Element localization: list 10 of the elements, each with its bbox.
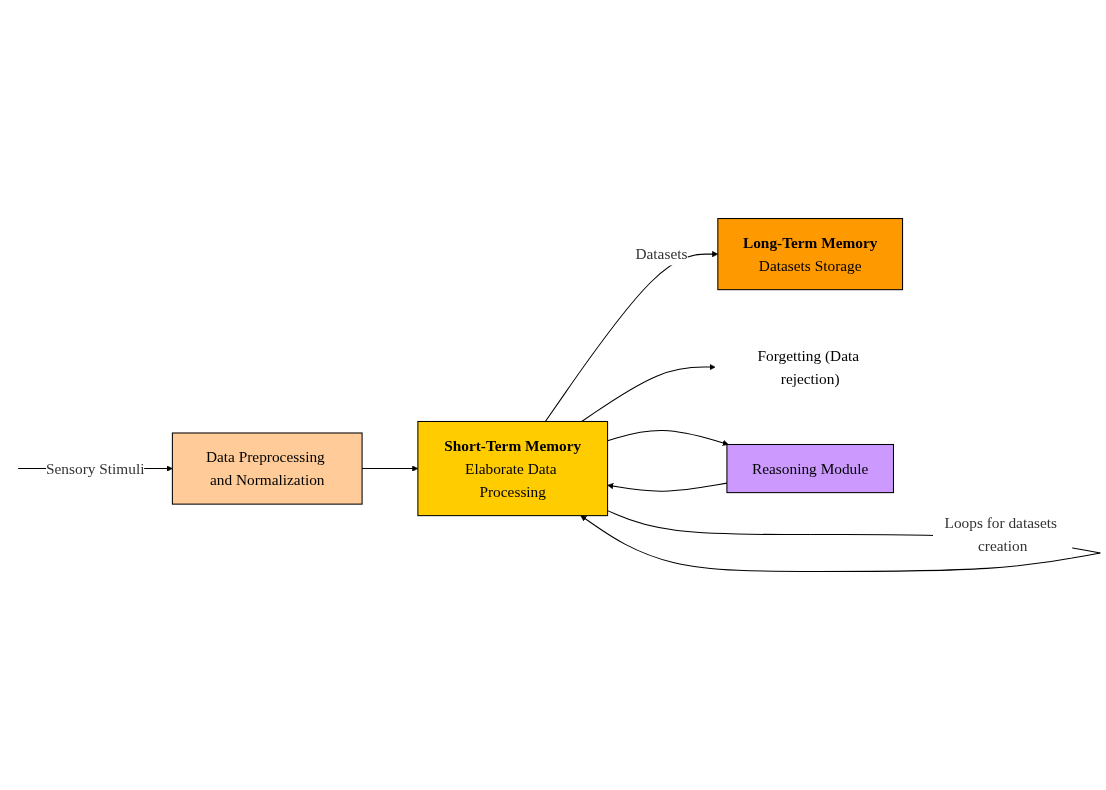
node-box: Reasoning Module bbox=[726, 443, 894, 494]
arrow bbox=[581, 364, 716, 422]
edge-label: Sensory Stimuli bbox=[46, 459, 145, 478]
node-box: Long-Term Memory Datasets Storage bbox=[717, 218, 904, 291]
node-text: Forgetting (Data rejection) bbox=[757, 346, 860, 388]
node-box: Short-Term Memory Elaborate Data Processing bbox=[417, 420, 609, 517]
arrow bbox=[607, 430, 729, 446]
node-box: Data Preprocessing and Normalization bbox=[171, 432, 363, 505]
edge-label: Loops for datasets creation bbox=[944, 514, 1057, 555]
edge-label: Datasets bbox=[635, 245, 688, 263]
